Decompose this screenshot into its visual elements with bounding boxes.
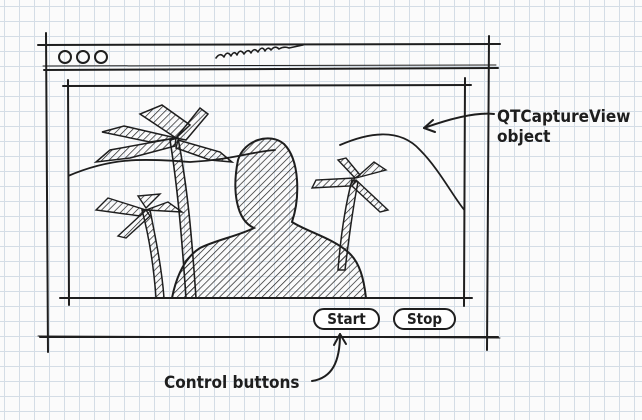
window-zoom-icon[interactable] <box>95 51 107 63</box>
window-title-scribble <box>216 45 303 58</box>
arrow-icon <box>312 334 346 381</box>
annotation-controls: Control buttons <box>164 373 300 393</box>
annotation-line-2: object <box>497 127 630 147</box>
window-close-icon[interactable] <box>59 51 71 63</box>
arrow-icon <box>424 114 494 132</box>
person-silhouette-icon <box>172 138 366 298</box>
stop-button[interactable]: Stop <box>393 308 456 330</box>
annotation-line-1: QTCaptureView <box>497 107 630 127</box>
annotation-capture-view: QTCaptureView object <box>497 107 630 147</box>
start-button[interactable]: Start <box>313 308 380 330</box>
window-minimize-icon[interactable] <box>77 51 89 63</box>
palm-tree-icon <box>96 194 182 298</box>
